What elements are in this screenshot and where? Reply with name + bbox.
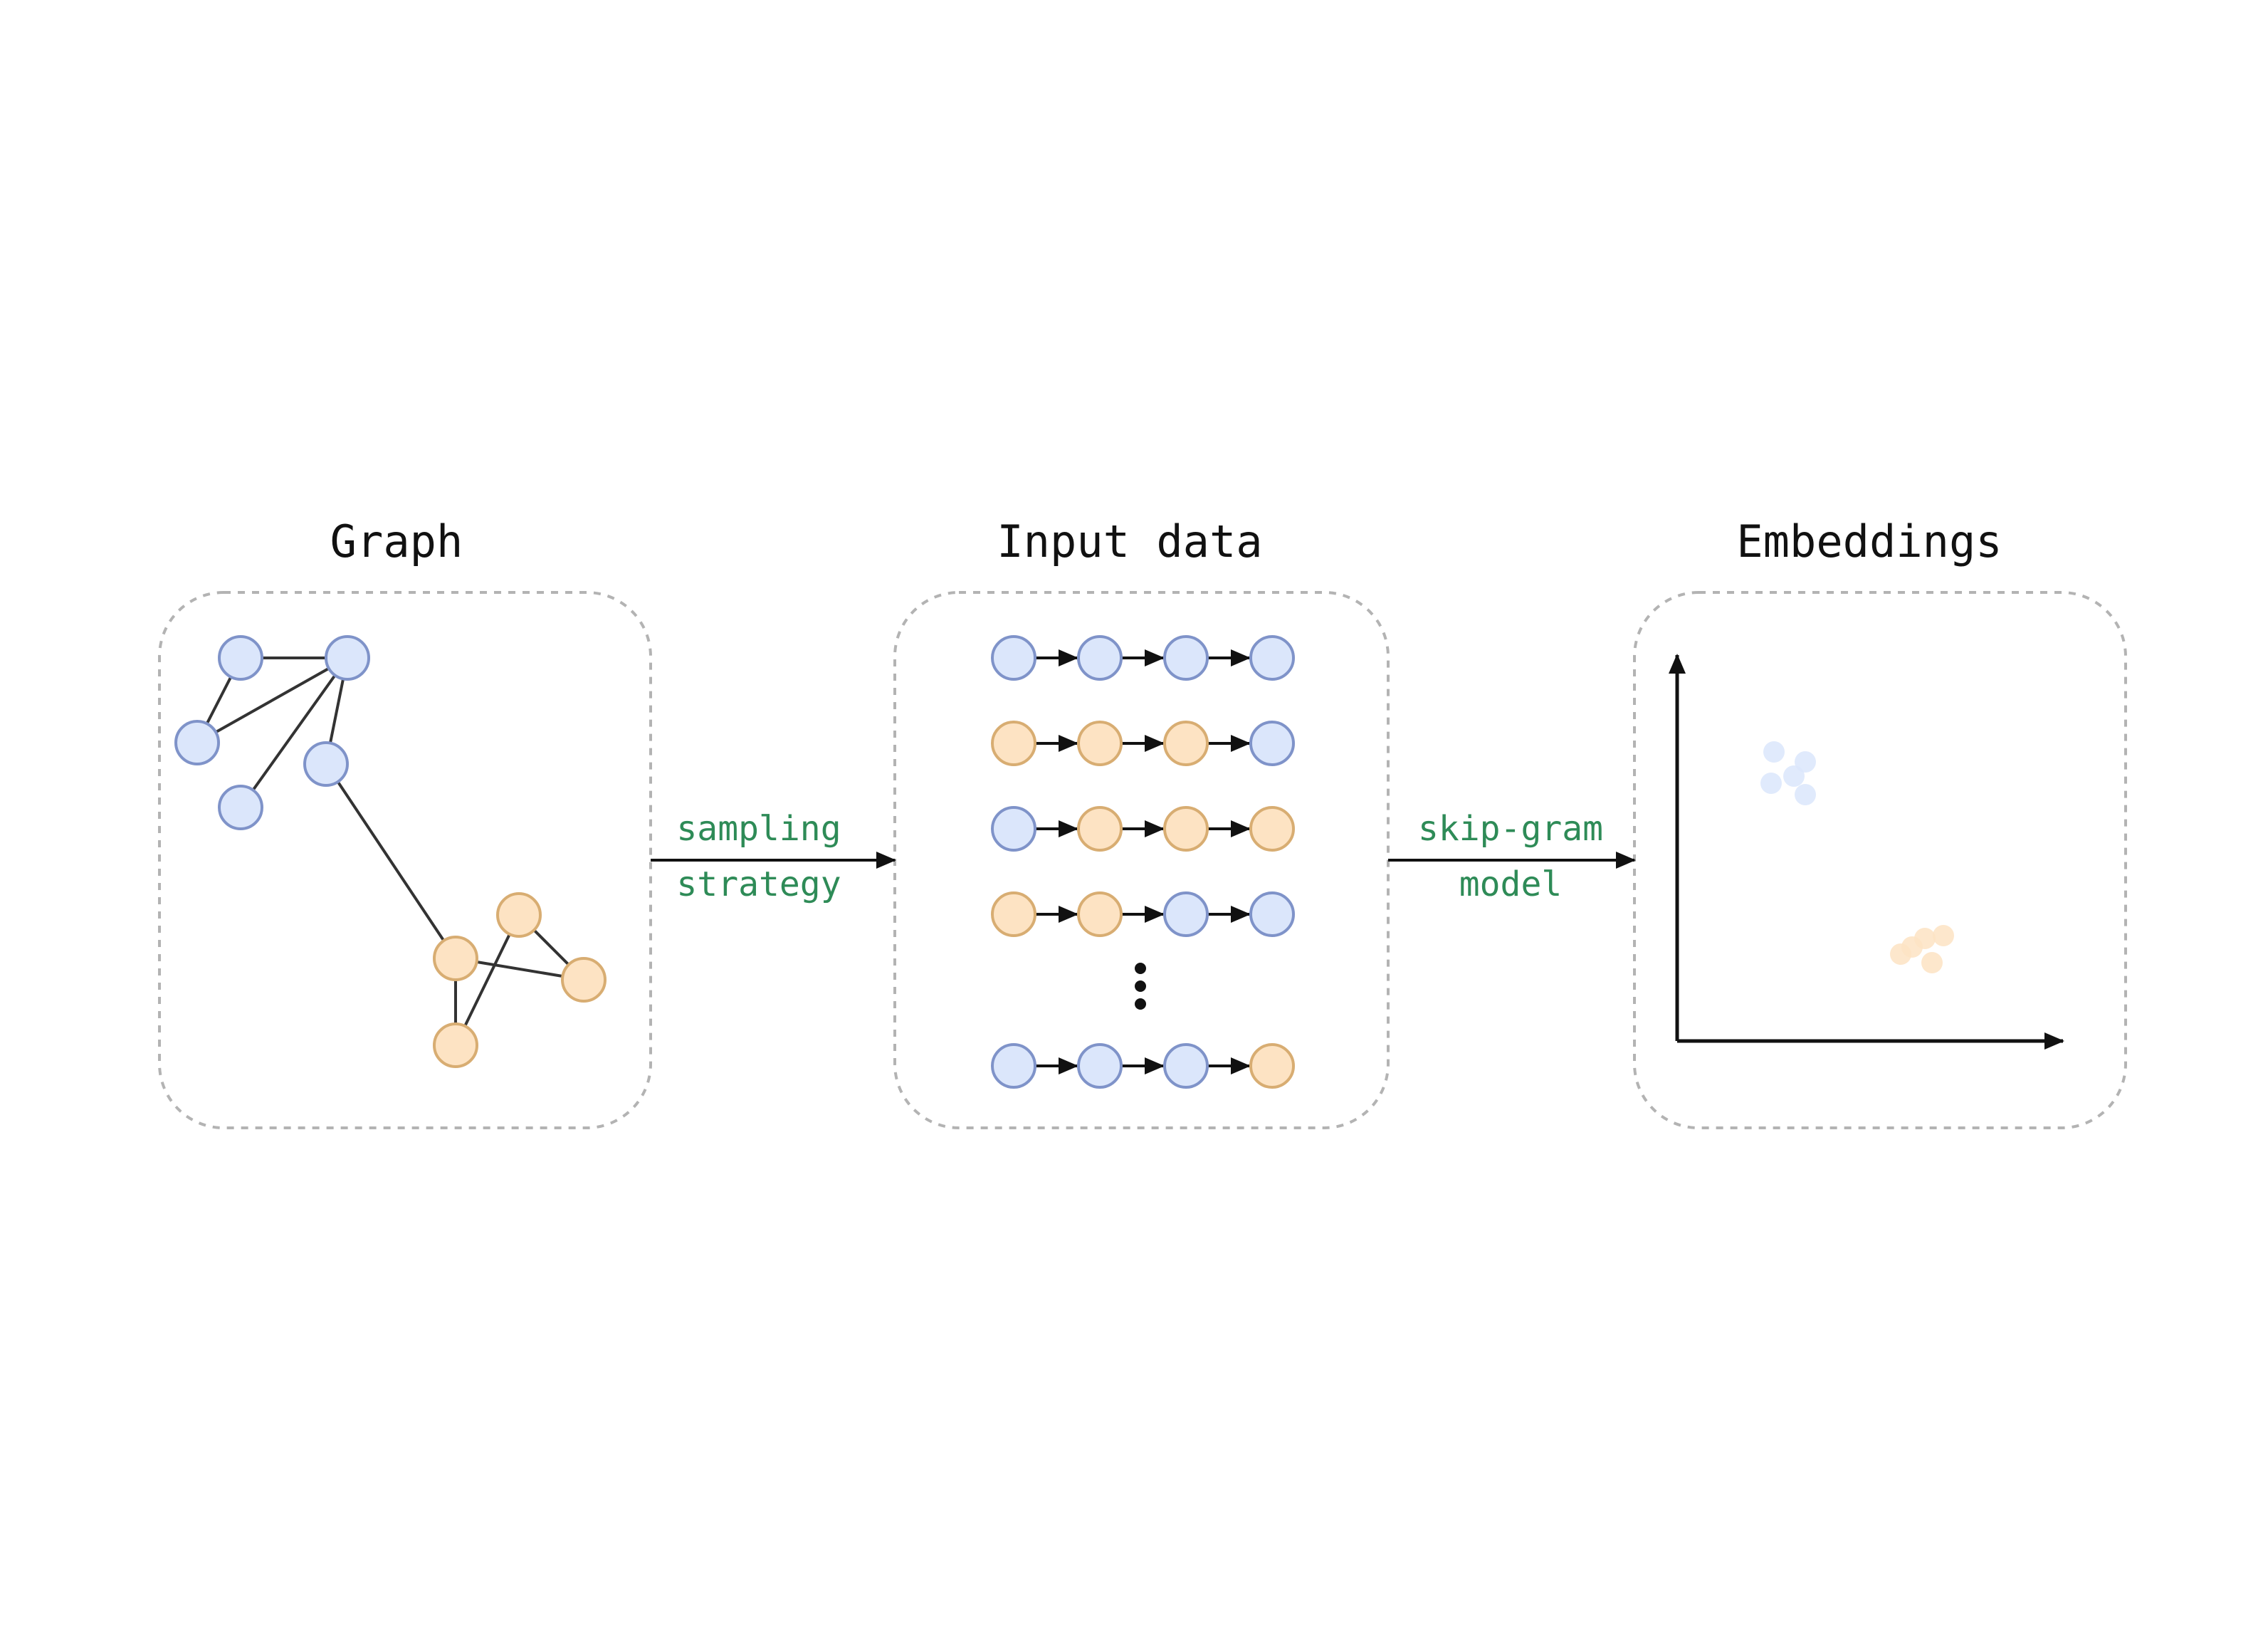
embedding-point-blue xyxy=(1760,773,1782,794)
embedding-points xyxy=(1760,741,1954,973)
walk-row xyxy=(991,1043,1295,1089)
walk-node-blue xyxy=(1163,635,1209,681)
walk-node-blue xyxy=(1249,635,1295,681)
graph-edge xyxy=(454,914,520,1046)
walk-node-blue xyxy=(991,806,1036,852)
walk-node-orange xyxy=(1163,721,1209,766)
graph-edge xyxy=(239,657,349,809)
walk-node-orange xyxy=(1249,806,1295,852)
sampling-label-line1: sampling xyxy=(676,809,841,849)
ellipsis-dot xyxy=(1135,998,1146,1010)
embedding-point-blue xyxy=(1795,751,1816,773)
walk-node-blue xyxy=(1163,891,1209,937)
graph-edges xyxy=(196,657,585,1046)
walk-node-orange xyxy=(1077,721,1123,766)
input-data-panel-title: Input data xyxy=(997,516,1262,567)
walk-node-blue xyxy=(1249,891,1295,937)
ellipsis-dots xyxy=(1135,963,1146,1010)
input-data-panel xyxy=(893,591,1390,1129)
walk-node-blue xyxy=(1077,1043,1123,1089)
graph-node-orange xyxy=(496,892,542,938)
walk-node-orange xyxy=(991,891,1036,937)
graph-edge xyxy=(325,763,457,960)
sampling-label-line2: strategy xyxy=(676,864,841,904)
walk-row xyxy=(991,891,1295,937)
embedding-point-blue xyxy=(1763,741,1785,763)
skipgram-label-line1: skip-gram xyxy=(1418,809,1603,849)
graph-node-orange xyxy=(433,1022,478,1068)
graph-panel xyxy=(158,591,652,1129)
embedding-point-orange xyxy=(1901,936,1923,958)
random-walks xyxy=(991,635,1295,1089)
graph-node-blue xyxy=(325,635,370,681)
walk-node-orange xyxy=(991,721,1036,766)
graph-panel-title: Graph xyxy=(330,516,463,567)
embeddings-panel xyxy=(1633,591,2127,1129)
ellipsis-dot xyxy=(1135,980,1146,992)
walk-node-blue xyxy=(1077,635,1123,681)
embedding-point-orange xyxy=(1921,952,1943,973)
graph-edge xyxy=(196,657,348,744)
walk-node-orange xyxy=(1249,1043,1295,1089)
walk-node-blue xyxy=(991,635,1036,681)
walk-node-blue xyxy=(1163,1043,1209,1089)
walk-row xyxy=(991,721,1295,766)
walk-node-orange xyxy=(1077,891,1123,937)
walk-row xyxy=(991,806,1295,852)
embeddings-panel-title: Embeddings xyxy=(1736,516,2002,567)
graph-node-blue xyxy=(218,785,263,830)
walk-node-orange xyxy=(1163,806,1209,852)
embedding-point-orange xyxy=(1933,925,1954,946)
embedding-point-blue xyxy=(1795,784,1816,805)
graph-node-blue xyxy=(174,720,220,765)
graph-node-orange xyxy=(433,936,478,981)
walk-row xyxy=(991,635,1295,681)
ellipsis-dot xyxy=(1135,963,1146,974)
walk-node-blue xyxy=(1249,721,1295,766)
graph-node-blue xyxy=(218,635,263,681)
walk-node-blue xyxy=(991,1043,1036,1089)
skipgram-label-line2: model xyxy=(1459,864,1563,904)
graph-node-blue xyxy=(303,741,349,787)
graph-nodes xyxy=(174,635,607,1068)
embedding-point-blue xyxy=(1783,765,1805,787)
graph-node-orange xyxy=(561,957,607,1003)
walk-node-orange xyxy=(1077,806,1123,852)
